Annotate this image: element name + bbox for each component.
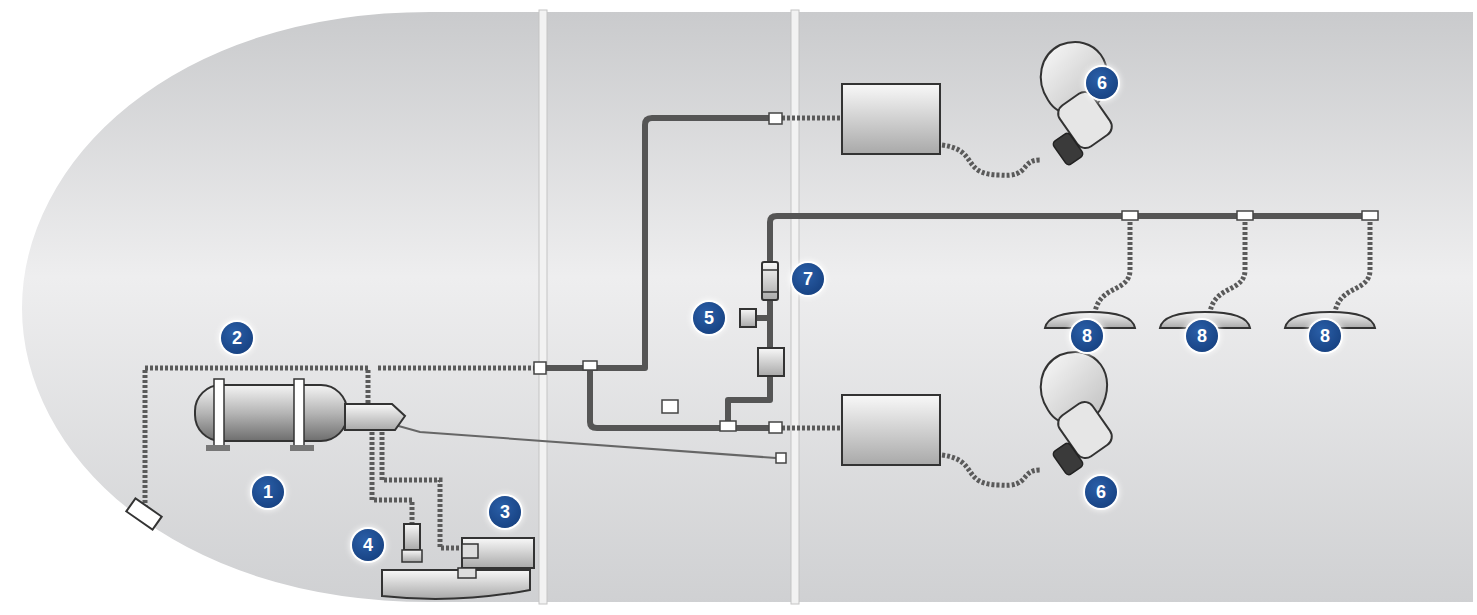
discharge-indicator — [126, 498, 161, 529]
callout-number: 5 — [693, 302, 725, 334]
mask-box — [842, 84, 940, 154]
callout-number: 7 — [792, 263, 824, 295]
wire — [395, 425, 776, 458]
bulkhead — [791, 10, 799, 604]
callout-number: 8 — [1071, 320, 1103, 352]
filter — [762, 262, 778, 300]
callout-number: 6 — [1086, 67, 1118, 99]
crew-mask — [1041, 352, 1116, 476]
mask-box — [842, 395, 940, 465]
fittings — [534, 113, 1378, 433]
bulkhead — [539, 10, 547, 604]
fuselage — [18, 8, 1477, 606]
cylinder-regulator — [345, 404, 405, 430]
fill-valve — [404, 524, 420, 550]
valve — [740, 309, 756, 327]
connector — [776, 453, 786, 463]
callout-number: 8 — [1309, 320, 1341, 352]
callout-number: 1 — [252, 476, 284, 508]
callout-number: 2 — [221, 322, 253, 354]
callout-number: 8 — [1186, 320, 1218, 352]
pressure-gauge — [462, 538, 534, 568]
callout-number: 4 — [352, 529, 384, 561]
crew-mask — [1041, 42, 1116, 166]
hoses — [145, 118, 1370, 548]
service-panel — [382, 570, 530, 599]
shutoff-valve — [758, 348, 784, 376]
callout-number: 6 — [1085, 476, 1117, 508]
pipes — [545, 118, 1372, 428]
callout-number: 3 — [489, 496, 521, 528]
